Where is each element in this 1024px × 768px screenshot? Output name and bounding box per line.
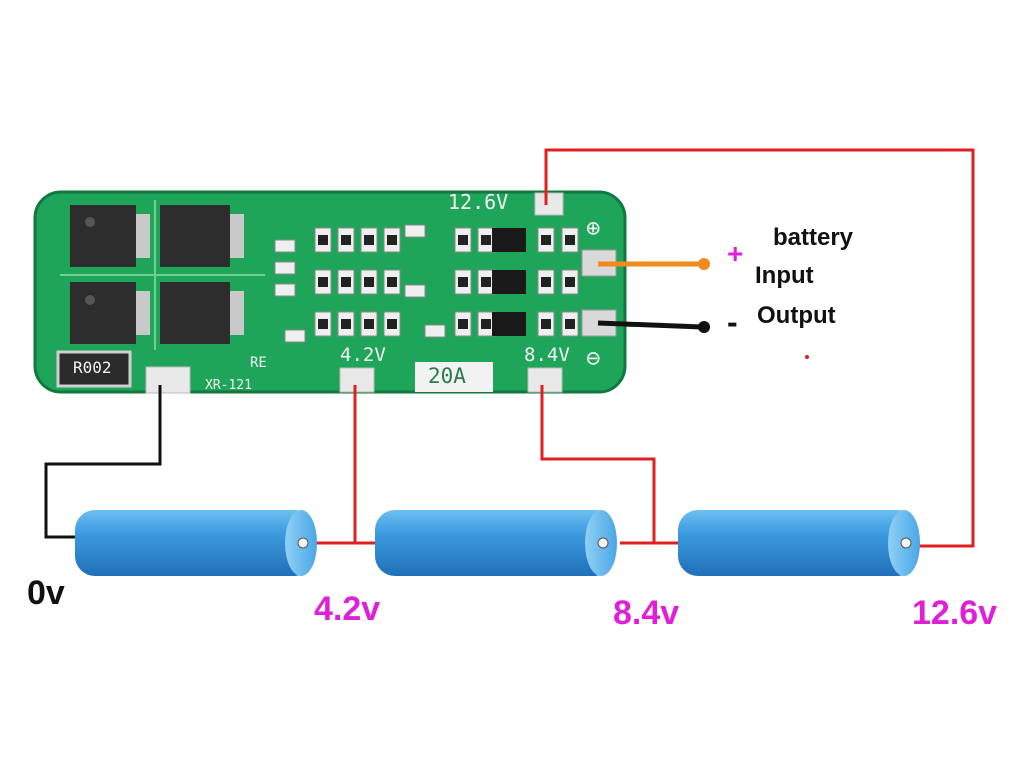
smd-capacitor — [274, 283, 296, 297]
orange-lead-end — [698, 258, 710, 270]
smd-resistor-body — [387, 319, 397, 329]
board-label-12v6: 12.6V — [448, 190, 509, 214]
protection-ic-2 — [492, 270, 526, 294]
cell-terminal — [900, 537, 912, 549]
smd-resistor-body — [458, 235, 468, 245]
smd-resistor-body — [541, 319, 551, 329]
smd-capacitor — [284, 329, 306, 343]
protection-ic-1 — [492, 228, 526, 252]
voltage-label-12v6: 12.6v — [912, 594, 998, 632]
smd-components — [274, 224, 579, 343]
smd-resistor-body — [364, 319, 374, 329]
smd-resistor-body — [565, 277, 575, 287]
mosfet-4 — [160, 282, 244, 344]
smd-capacitor — [404, 224, 426, 238]
smd-resistor-body — [387, 235, 397, 245]
smd-capacitor — [274, 239, 296, 253]
voltage-label-4v2: 4.2v — [314, 590, 381, 628]
input-label: Input — [755, 262, 814, 289]
smd-resistor-body — [364, 277, 374, 287]
pad-4v2 — [339, 367, 375, 393]
mosfet-2 — [70, 282, 150, 344]
board-label-20a: 20A — [428, 364, 466, 388]
cell-body — [375, 510, 615, 576]
smd-resistor-body — [318, 235, 328, 245]
smd-resistor-body — [458, 319, 468, 329]
wires — [44, 148, 975, 548]
cell-body — [678, 510, 918, 576]
smd-resistor-body — [341, 235, 351, 245]
minus-sign: - — [727, 304, 738, 340]
smd-resistor-body — [364, 235, 374, 245]
smd-capacitor — [424, 324, 446, 338]
output-label: Output — [757, 302, 836, 329]
smd-resistor-body — [481, 319, 491, 329]
smd-resistor-body — [318, 277, 328, 287]
current-rating-box — [415, 362, 493, 392]
output-leads — [597, 258, 809, 359]
board-label-8v4: 8.4V — [524, 344, 570, 366]
smd-resistor-body — [341, 319, 351, 329]
battery-cell — [678, 510, 920, 576]
smd-capacitor — [404, 284, 426, 298]
protection-ic-3 — [492, 312, 526, 336]
cell-body — [75, 510, 315, 576]
board-label-resistor: R002 — [73, 358, 112, 377]
mosfet-3 — [160, 205, 244, 267]
board-plus-symbol: ⊕ — [586, 214, 601, 242]
pad-0v — [145, 366, 191, 394]
board-label-re: RE — [250, 355, 267, 371]
smd-resistor-body — [565, 319, 575, 329]
black-lead — [597, 320, 703, 330]
smd-resistor-body — [458, 277, 468, 287]
wire-0v — [44, 385, 162, 539]
smd-resistor-body — [541, 235, 551, 245]
plus-sign: + — [727, 238, 744, 269]
smd-resistor-body — [541, 277, 551, 287]
board-label-model: XR-121 — [205, 378, 252, 393]
bms-board — [33, 190, 627, 394]
smd-capacitor — [274, 261, 296, 275]
cell-terminal — [597, 537, 609, 549]
smd-resistor-body — [318, 319, 328, 329]
smd-resistor-body — [387, 277, 397, 287]
battery-cell — [375, 510, 617, 576]
board-minus-symbol: ⊖ — [586, 344, 601, 372]
smd-resistor-body — [565, 235, 575, 245]
cell-terminal — [297, 537, 309, 549]
black-lead-end — [698, 321, 710, 333]
pad-8v4 — [527, 367, 563, 393]
smd-resistor-body — [481, 277, 491, 287]
smd-resistor-body — [481, 235, 491, 245]
wire-8v4 — [540, 385, 656, 543]
pad-12v6 — [534, 192, 564, 216]
board-label-4v2: 4.2V — [340, 344, 386, 366]
stray-dot — [805, 355, 809, 359]
mosfet-1 — [70, 205, 150, 267]
battery-cells — [75, 510, 920, 576]
shunt-resistor — [56, 350, 132, 388]
battery-cell — [75, 510, 317, 576]
wire-12v6 — [544, 148, 975, 548]
battery-label: battery — [773, 224, 854, 251]
smd-resistor-body — [341, 277, 351, 287]
voltage-label-0v: 0v — [27, 574, 65, 612]
voltage-label-8v4: 8.4v — [613, 594, 680, 632]
